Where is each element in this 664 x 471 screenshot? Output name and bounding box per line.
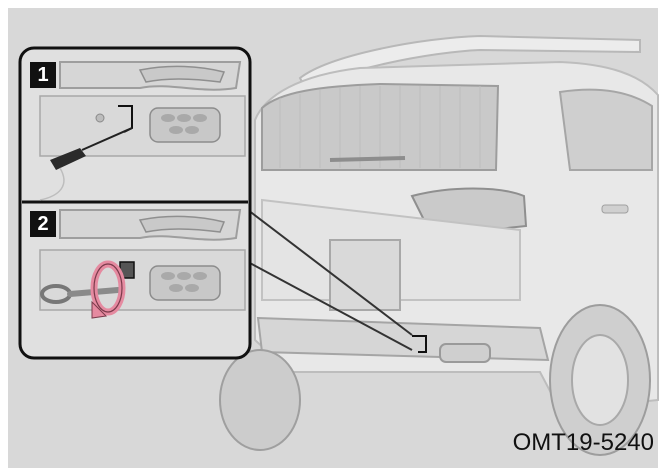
step-1-badge: 1 <box>30 62 56 88</box>
step-2-badge: 2 <box>30 211 56 237</box>
figure-code: OMT19-5240 <box>512 429 654 456</box>
tow-hook-cover-marker <box>412 335 427 353</box>
door-handle <box>601 204 629 214</box>
step-1-scene <box>39 61 246 201</box>
wheel-hub <box>571 334 629 426</box>
screwdriver-handle <box>50 148 86 170</box>
step-2-scene <box>39 209 246 319</box>
window-stripes <box>279 86 481 168</box>
callout-lines <box>247 209 413 351</box>
license-plate-area <box>329 239 401 311</box>
left-wheel <box>219 349 301 451</box>
rear-wiper <box>329 156 406 162</box>
side-window <box>558 88 653 171</box>
vehicle-rear <box>219 34 659 456</box>
exhaust-tip <box>439 343 491 363</box>
